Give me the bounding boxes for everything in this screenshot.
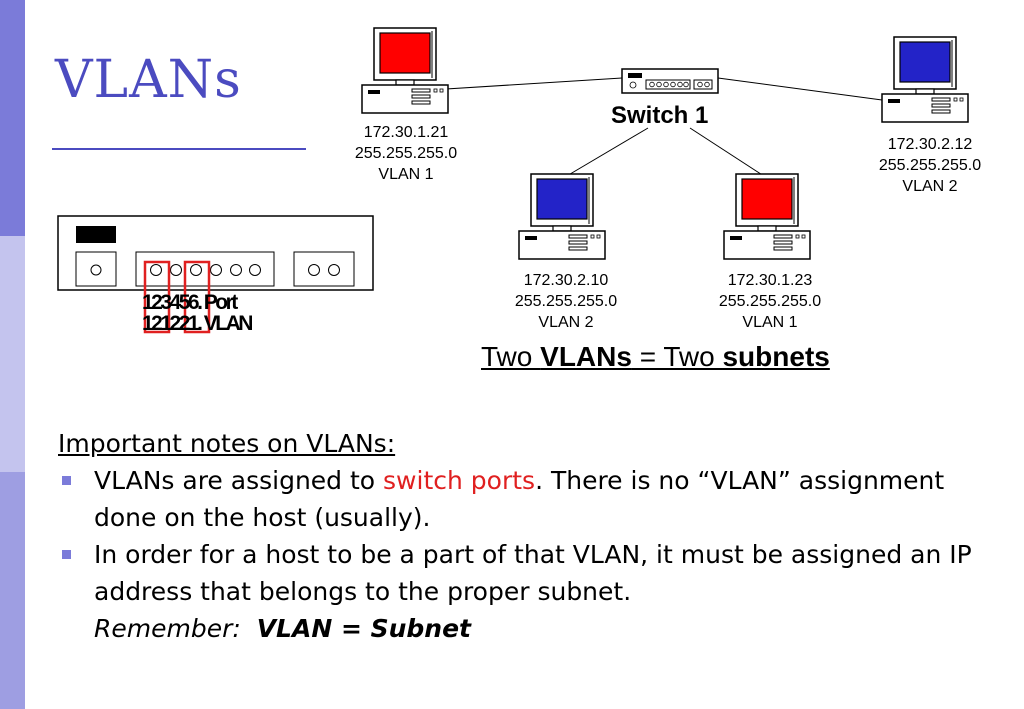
switch-front-panel: [57, 215, 374, 291]
notes-heading: Important notes on VLANs:: [58, 429, 396, 458]
square-bullet-icon: [62, 550, 71, 559]
list-item: In order for a host to be a part of that…: [58, 536, 998, 647]
host-computer-icon: [881, 36, 969, 123]
accent-bar-top: [0, 0, 25, 236]
slide-title: VLANs: [55, 50, 242, 110]
host-label: 172.30.1.23 255.255.255.0 VLAN 1: [718, 272, 822, 331]
remember-label: Remember:: [94, 614, 241, 643]
highlight-box-port-3: [183, 260, 211, 334]
host-label: 172.30.2.10 255.255.255.0 VLAN 2: [514, 272, 618, 331]
host-computer-icon: [518, 173, 606, 260]
list-item: VLANs are assigned to switch ports. Ther…: [58, 462, 998, 536]
port-number-row: 123456. Port: [142, 291, 238, 314]
highlight-box-port-1: [143, 260, 171, 334]
diagram-caption: Two VLANs = Two subnets: [481, 341, 830, 372]
host-label: 172.30.1.21 255.255.255.0 VLAN 1: [354, 124, 458, 183]
notes-section: Important notes on VLANs: VLANs are assi…: [58, 425, 998, 647]
host-computer-icon: [361, 27, 449, 114]
highlight-text: switch ports: [383, 466, 536, 495]
switch-label: Switch 1: [611, 102, 709, 129]
cable-host-3: [559, 127, 649, 181]
port-vlan-row: 121221. VLAN: [142, 312, 253, 335]
title-underline: [52, 148, 306, 150]
accent-bar-middle: [0, 236, 25, 472]
host-label: 172.30.2.12 255.255.255.0 VLAN 2: [878, 136, 982, 195]
host-computer-icon: [723, 173, 811, 260]
cable-host-1: [429, 77, 623, 91]
accent-bar-bottom: [0, 472, 25, 709]
cable-host-2: [717, 77, 883, 101]
square-bullet-icon: [62, 476, 71, 485]
switch-icon: [621, 68, 719, 94]
cable-host-4: [689, 127, 771, 181]
remember-value: VLAN = Subnet: [256, 614, 472, 643]
